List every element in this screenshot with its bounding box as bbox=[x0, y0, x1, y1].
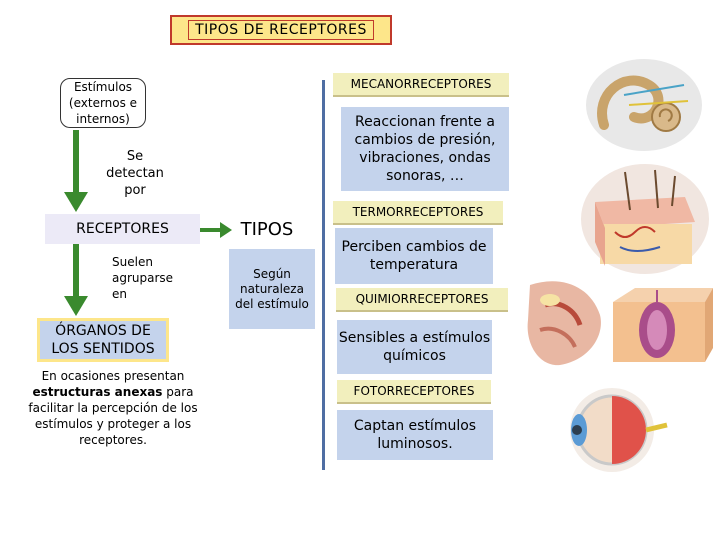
vertical-divider bbox=[322, 80, 325, 470]
naturaleza-box: Según naturaleza del estímulo bbox=[229, 249, 315, 329]
note-text: En ocasiones presentan estructuras anexa… bbox=[28, 368, 198, 448]
type-title-foto: FOTORRECEPTORES bbox=[337, 380, 491, 404]
type-title-mecano: MECANORRECEPTORES bbox=[333, 73, 509, 97]
note-suffix: para facilitar la percepción de los estí… bbox=[28, 385, 198, 447]
eye-illustration bbox=[570, 388, 668, 472]
note-bold: estructuras anexas bbox=[32, 385, 163, 399]
tongue-illustration bbox=[613, 288, 713, 362]
page-title: TIPOS DE RECEPTORES bbox=[170, 15, 392, 45]
type-title-termo: TERMORRECEPTORES bbox=[333, 201, 503, 225]
tipos-label: TIPOS bbox=[240, 218, 294, 240]
group-label: Suelen agruparse en bbox=[112, 255, 174, 301]
down-arrow-1 bbox=[64, 130, 88, 212]
skin-illustration bbox=[581, 164, 709, 274]
organos-box: ÓRGANOS DE LOS SENTIDOS bbox=[37, 318, 169, 362]
ear-illustration bbox=[586, 59, 702, 151]
type-desc-foto: Captan estímulos luminosos. bbox=[337, 410, 493, 460]
type-desc-quimio: Sensibles a estímulos químicos bbox=[337, 320, 492, 374]
type-desc-mecano: Reaccionan frente a cambios de presión, … bbox=[341, 107, 509, 191]
receptores-box: RECEPTORES bbox=[45, 214, 200, 244]
stimuli-box: Estímulos (externos e internos) bbox=[60, 78, 146, 128]
note-prefix: En ocasiones presentan bbox=[41, 369, 185, 383]
nose-illustration bbox=[527, 281, 601, 366]
detect-label: Se detectan por bbox=[106, 149, 164, 198]
page-title-text: TIPOS DE RECEPTORES bbox=[188, 20, 374, 40]
right-arrow bbox=[200, 222, 232, 238]
down-arrow-2 bbox=[64, 244, 88, 316]
type-desc-termo: Perciben cambios de temperatura bbox=[335, 228, 493, 284]
type-title-quimio: QUIMIORRECEPTORES bbox=[336, 288, 508, 312]
